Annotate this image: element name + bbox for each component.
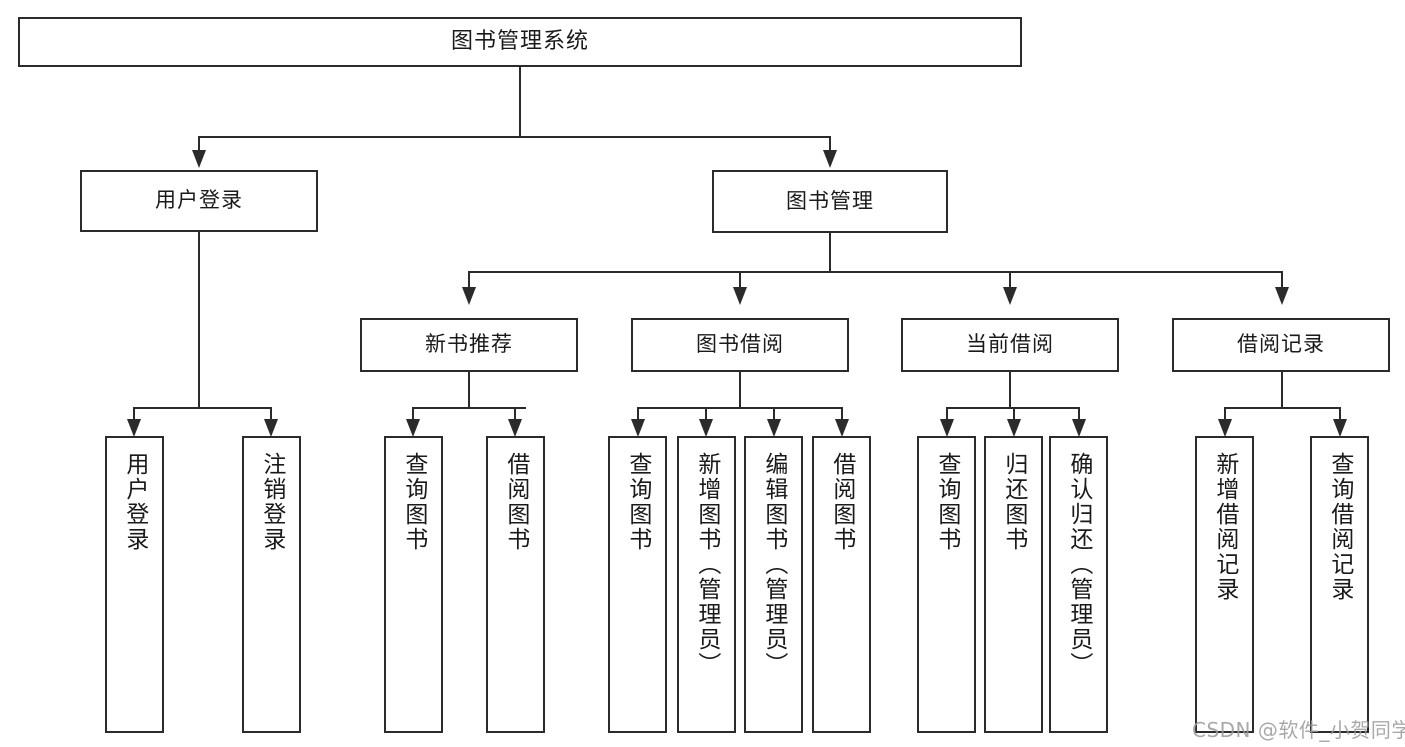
connector-nbr-drop-2 [514, 407, 516, 423]
arrowhead-root-to-book-manage [823, 150, 837, 168]
connector-bm-drop-2 [739, 271, 741, 291]
arrowhead-leaf-borrow-book-1 [508, 419, 522, 437]
connector-user-login-stem [198, 232, 200, 408]
node-book-manage[interactable]: 图书管理 [712, 170, 948, 233]
leaf-label: 新增图书（管理员） [693, 452, 720, 677]
leaf-label: 确认归还（管理员） [1065, 452, 1092, 677]
connector-cb-bar [946, 407, 1078, 409]
arrowhead-current-borrow [1003, 287, 1017, 305]
connector-br-drop-2 [1339, 407, 1341, 423]
arrowhead-borrow-record [1275, 287, 1289, 305]
node-book-borrow[interactable]: 图书借阅 [631, 318, 849, 372]
leaf-label: 归还图书 [1000, 452, 1027, 552]
node-borrow-record[interactable]: 借阅记录 [1172, 318, 1390, 372]
leaf-confirm-return[interactable]: 确认归还（管理员） [1049, 436, 1108, 733]
connector-nbr-drop-1 [412, 407, 414, 423]
leaf-label: 编辑图书（管理员） [760, 452, 787, 677]
connector-root-to-book-manage [829, 136, 831, 156]
node-new-book-rec[interactable]: 新书推荐 [360, 318, 578, 372]
arrowhead-leaf-add-record [1218, 419, 1232, 437]
connector-user-login-drop-1 [133, 407, 135, 423]
node-current-borrow[interactable]: 当前借阅 [901, 318, 1119, 372]
leaf-add-book[interactable]: 新增图书（管理员） [677, 436, 736, 733]
connector-nbr-stem [468, 372, 470, 408]
connector-bb-drop-3 [773, 407, 775, 423]
arrowhead-new-book-rec [462, 287, 476, 305]
leaf-query-book-3[interactable]: 查询图书 [917, 436, 976, 733]
arrowhead-leaf-user-logout [264, 419, 278, 437]
arrowhead-book-borrow [733, 287, 747, 305]
connector-cb-drop-2 [1013, 407, 1015, 423]
leaf-user-login[interactable]: 用户登录 [105, 436, 164, 733]
leaf-query-book-1[interactable]: 查询图书 [384, 436, 443, 733]
connector-br-bar [1224, 407, 1341, 409]
connector-book-manage-bar [468, 271, 1282, 273]
leaf-label: 查询借阅记录 [1326, 452, 1353, 602]
arrowhead-leaf-return-book [1007, 419, 1021, 437]
leaf-borrow-book-2[interactable]: 借阅图书 [812, 436, 871, 733]
connector-br-drop-1 [1224, 407, 1226, 423]
connector-br-stem [1281, 372, 1283, 408]
leaf-return-book[interactable]: 归还图书 [984, 436, 1043, 733]
leaf-label: 借阅图书 [828, 452, 855, 552]
arrowhead-leaf-edit-book [767, 419, 781, 437]
connector-user-login-drop-2 [270, 407, 272, 423]
arrowhead-leaf-query-record [1333, 419, 1347, 437]
arrowhead-leaf-query-book-3 [940, 419, 954, 437]
arrowhead-leaf-borrow-book-2 [835, 419, 849, 437]
leaf-label: 查询图书 [933, 452, 960, 552]
arrowhead-leaf-confirm-return [1072, 419, 1086, 437]
leaf-label: 新增借阅记录 [1211, 452, 1238, 602]
connector-root-bar [198, 136, 830, 138]
connector-root-stem [519, 67, 521, 137]
connector-cb-drop-3 [1078, 407, 1080, 423]
leaf-label: 查询图书 [400, 452, 427, 552]
arrowhead-leaf-query-book-1 [406, 419, 420, 437]
connector-bm-drop-1 [468, 271, 470, 291]
node-root[interactable]: 图书管理系统 [18, 17, 1022, 67]
leaf-label: 查询图书 [624, 452, 651, 552]
arrowhead-leaf-add-book [699, 419, 713, 437]
connector-bb-drop-4 [841, 407, 843, 423]
leaf-query-book-2[interactable]: 查询图书 [608, 436, 667, 733]
connector-nbr-bar [412, 407, 526, 409]
connector-bb-bar [637, 407, 843, 409]
leaf-user-logout[interactable]: 注销登录 [242, 436, 301, 733]
connector-bb-stem [739, 372, 741, 408]
connector-book-manage-stem [829, 233, 831, 272]
leaf-borrow-book-1[interactable]: 借阅图书 [486, 436, 545, 733]
leaf-label: 借阅图书 [502, 452, 529, 552]
connector-bb-drop-2 [705, 407, 707, 423]
connector-cb-stem [1009, 372, 1011, 408]
connector-user-login-bar [133, 407, 271, 409]
leaf-edit-book[interactable]: 编辑图书（管理员） [744, 436, 803, 733]
leaf-label: 用户登录 [121, 452, 148, 552]
leaf-label: 注销登录 [258, 452, 285, 552]
arrowhead-leaf-user-login [127, 419, 141, 437]
connector-cb-drop-1 [946, 407, 948, 423]
connector-bm-drop-4 [1281, 271, 1283, 291]
arrowhead-leaf-query-book-2 [631, 419, 645, 437]
arrowhead-root-to-user-login [192, 150, 206, 168]
leaf-query-record[interactable]: 查询借阅记录 [1310, 436, 1369, 733]
node-user-login[interactable]: 用户登录 [80, 170, 318, 232]
connector-bm-drop-3 [1009, 271, 1011, 291]
connector-root-to-user-login [198, 136, 200, 156]
leaf-add-record[interactable]: 新增借阅记录 [1195, 436, 1254, 733]
connector-bb-drop-1 [637, 407, 639, 423]
